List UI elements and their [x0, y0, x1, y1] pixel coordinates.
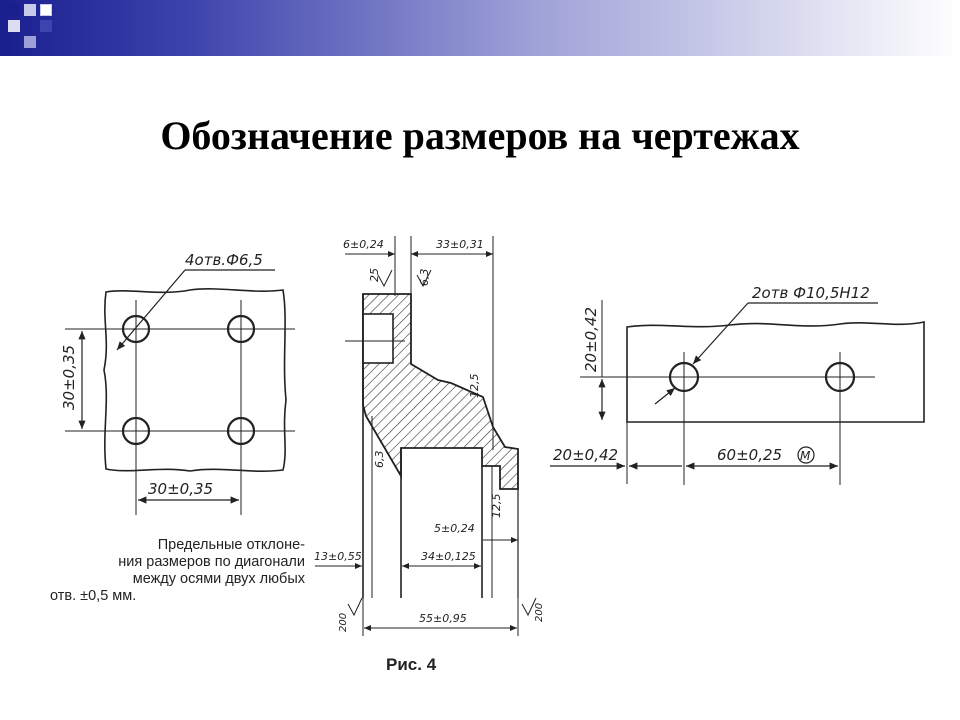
figure-section-view: [315, 236, 537, 636]
decor-square: [8, 4, 20, 16]
holes-callout-label: 2отв Ф10,5Н12: [752, 284, 870, 302]
tolerance-note: Предельные отклоне- ния размеров по диаг…: [50, 537, 305, 605]
hole: [226, 416, 256, 446]
dimension-13: 13±0,55: [314, 550, 362, 563]
figure-plate-two-holes: [550, 300, 925, 485]
m-mark-circle: [797, 446, 815, 464]
dimension-55: 55±0,95: [419, 612, 467, 625]
roughness-200-right: 200: [534, 603, 545, 622]
hole: [668, 361, 700, 393]
hole: [824, 361, 856, 393]
roughness-12-5-a: 12,5: [468, 374, 481, 399]
dimension-5: 5±0,24: [434, 522, 475, 535]
horizontal-dimension-label: 30±0,35: [148, 480, 213, 498]
note-line: ния размеров по диагонали: [118, 554, 305, 570]
hole: [121, 314, 151, 344]
decor-square: [40, 4, 52, 16]
decor-square: [40, 20, 52, 32]
note-line: Предельные отклоне-: [157, 537, 305, 553]
title-bar-gradient: [0, 0, 960, 56]
dimension-33: 33±0,31: [436, 238, 484, 251]
decor-square: [24, 36, 36, 48]
roughness-25: 25: [368, 268, 381, 282]
note-line: между осями двух любых: [132, 571, 305, 587]
left-dimension-label: 20±0,42: [553, 446, 618, 464]
slide-title: Обозначение размеров на чертежах: [160, 113, 800, 158]
dimension-6: 6±0,24: [343, 238, 384, 251]
decor-square: [24, 4, 36, 16]
roughness-200-left: 200: [338, 613, 349, 632]
note-line: отв. ±0,5 мм.: [50, 588, 137, 604]
roughness-6-3: 6,3: [418, 269, 431, 287]
roughness-6-3-b: 6,3: [373, 451, 386, 469]
figure-caption: Рис. 4: [386, 655, 437, 674]
vertical-dimension-label: 20±0,42: [582, 307, 600, 372]
section-pocket: [362, 313, 394, 364]
roughness-12-5-b: 12,5: [490, 494, 503, 519]
hole: [121, 416, 151, 446]
plate-outline: [103, 288, 287, 472]
center-dimension-label: 60±0,25: [717, 446, 782, 464]
dimension-34: 34±0,125: [421, 550, 476, 563]
figure-plate-four-holes: [65, 269, 295, 515]
holes-callout-label: 4отв.Ф6,5: [185, 251, 263, 269]
m-mark-label: М: [800, 449, 811, 463]
decor-square: [8, 20, 20, 32]
vertical-dimension-label: 30±0,35: [60, 345, 78, 410]
plate-outline: [626, 321, 925, 423]
hole: [226, 314, 256, 344]
